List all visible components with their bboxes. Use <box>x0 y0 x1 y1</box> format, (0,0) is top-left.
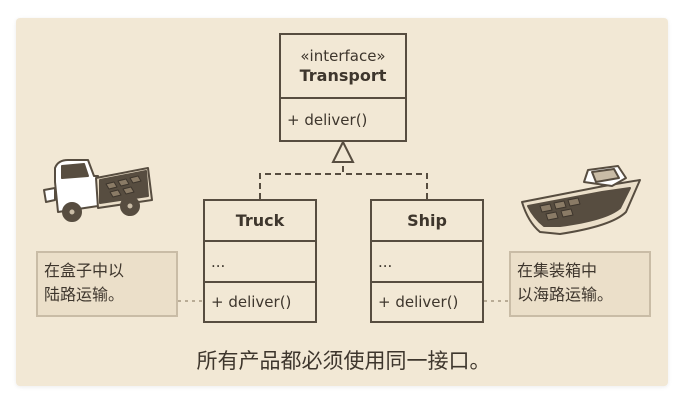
realization-arrowhead <box>331 139 355 163</box>
realization-line-ship <box>343 173 428 199</box>
interface-stereotype: «interface» <box>300 46 386 65</box>
truck-note-line1: 在盒子中以 <box>44 261 125 280</box>
truck-method: + deliver() <box>211 293 292 311</box>
truck-note-line2: 陆路运输。 <box>44 285 125 304</box>
ship-methods: + deliver() <box>372 283 482 321</box>
ship-header: Ship <box>372 201 482 242</box>
realization-line-truck <box>259 163 344 199</box>
truck-methods: + deliver() <box>205 283 315 321</box>
ship-note-line2: 以海路运输。 <box>517 285 614 304</box>
truck-class-name: Truck <box>235 210 285 230</box>
ship-fields-placeholder: ... <box>378 252 393 271</box>
ship-note-line1: 在集装箱中 <box>517 261 598 280</box>
truck-fields: ... <box>205 242 315 283</box>
ship-method: + deliver() <box>378 293 459 311</box>
truck-illustration <box>43 159 153 222</box>
truck-class-box: Truck ... + deliver() <box>203 199 317 323</box>
truck-header: Truck <box>205 201 315 242</box>
interface-header: «interface» Transport <box>281 35 405 99</box>
ship-class-box: Ship ... + deliver() <box>370 199 484 323</box>
truck-fields-placeholder: ... <box>211 252 226 271</box>
interface-name: Transport <box>299 65 387 85</box>
ship-note: 在集装箱中 以海路运输。 <box>509 251 651 317</box>
interface-method: + deliver() <box>287 110 368 129</box>
diagram-caption: 所有产品都必须使用同一接口。 <box>196 349 491 373</box>
interface-transport-box: «interface» Transport + deliver() <box>279 33 407 142</box>
ship-fields: ... <box>372 242 482 283</box>
ship-class-name: Ship <box>407 210 447 230</box>
ship-illustration <box>521 165 641 235</box>
truck-note: 在盒子中以 陆路运输。 <box>36 251 178 317</box>
interface-methods: + deliver() <box>281 99 405 140</box>
